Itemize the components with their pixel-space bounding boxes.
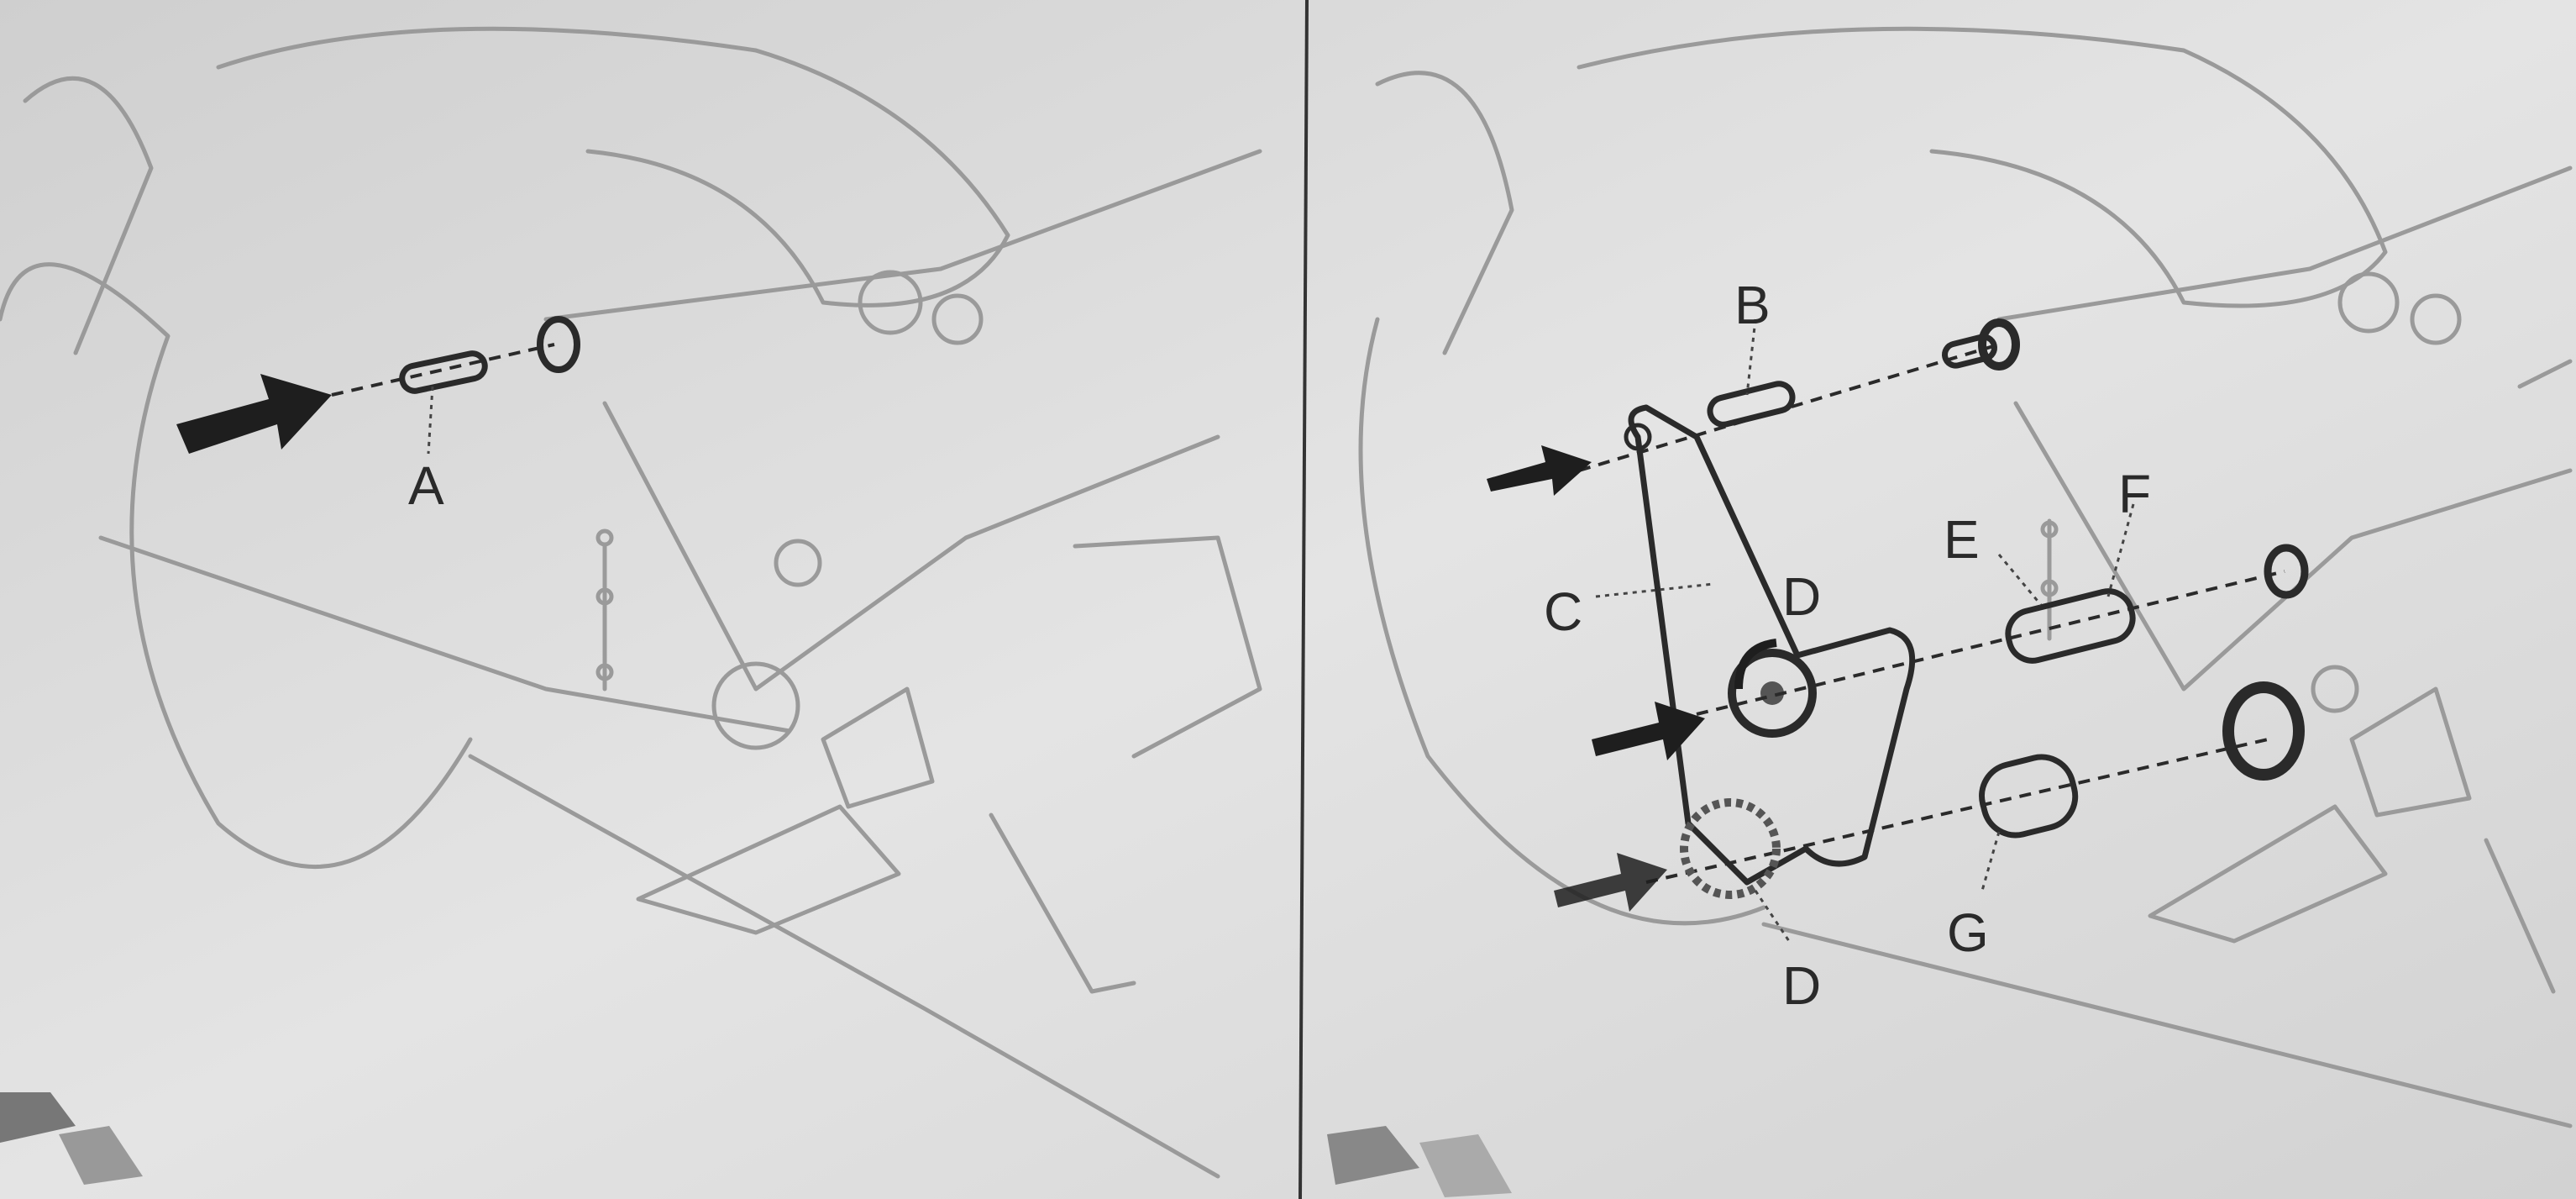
- right-panel: B C D E F G D: [1327, 26, 2573, 1197]
- assembly-line-middle: [1696, 570, 2285, 716]
- label-d-upper: D: [1782, 566, 1821, 627]
- nut-center: [1760, 681, 1784, 705]
- arrow-icon: [1554, 853, 1667, 912]
- assembly-line-upper: [1578, 343, 2000, 472]
- label-g: G: [1947, 902, 1989, 963]
- part-d-upper-nut: [1728, 649, 1817, 738]
- arrow-icon: [176, 374, 332, 454]
- leader-line-e: [1997, 554, 2043, 606]
- panel-divider: [1298, 0, 1309, 1199]
- label-d-lower: D: [1782, 955, 1821, 1016]
- leader-line-g: [1981, 831, 2001, 891]
- leader-line-c: [1595, 582, 1714, 598]
- mounting-hole-middle: [2264, 544, 2309, 599]
- label-e: E: [1944, 509, 1980, 570]
- leader-line-a: [427, 386, 434, 455]
- part-c-bracket: [1628, 404, 1916, 886]
- rotation-arrow-icon: [1734, 639, 1777, 690]
- label-c: C: [1544, 581, 1582, 642]
- leader-line-b: [1745, 318, 1757, 396]
- arrow-icon: [1487, 445, 1592, 496]
- color-bar-right: [1327, 1126, 1512, 1197]
- left-panel: A: [0, 26, 1262, 1185]
- assembly-line-a: [331, 343, 555, 397]
- mounting-hole-lower: [2222, 681, 2305, 781]
- label-f: F: [2118, 464, 2151, 524]
- assembly-line-lower: [1645, 738, 2269, 884]
- bracket-upper-hole: [1624, 423, 1652, 451]
- leader-line-d-lower: [1754, 890, 1791, 942]
- part-d-lower-nut: [1680, 798, 1781, 899]
- part-e-spacer: [2005, 588, 2136, 664]
- mounting-hole-left: [537, 316, 580, 373]
- motorcycle-outline-right: [1358, 26, 2573, 1128]
- mounting-hole-upper: [1978, 318, 2020, 371]
- color-bar-left: [0, 1092, 143, 1185]
- arrow-icon: [1592, 702, 1705, 760]
- label-a: A: [408, 455, 444, 516]
- part-g-spacer: [1979, 754, 2079, 839]
- label-b: B: [1734, 275, 1771, 335]
- motorcycle-outline-left: [0, 26, 1262, 1179]
- leader-line-f: [2106, 503, 2135, 597]
- part-a-pin: [399, 350, 488, 394]
